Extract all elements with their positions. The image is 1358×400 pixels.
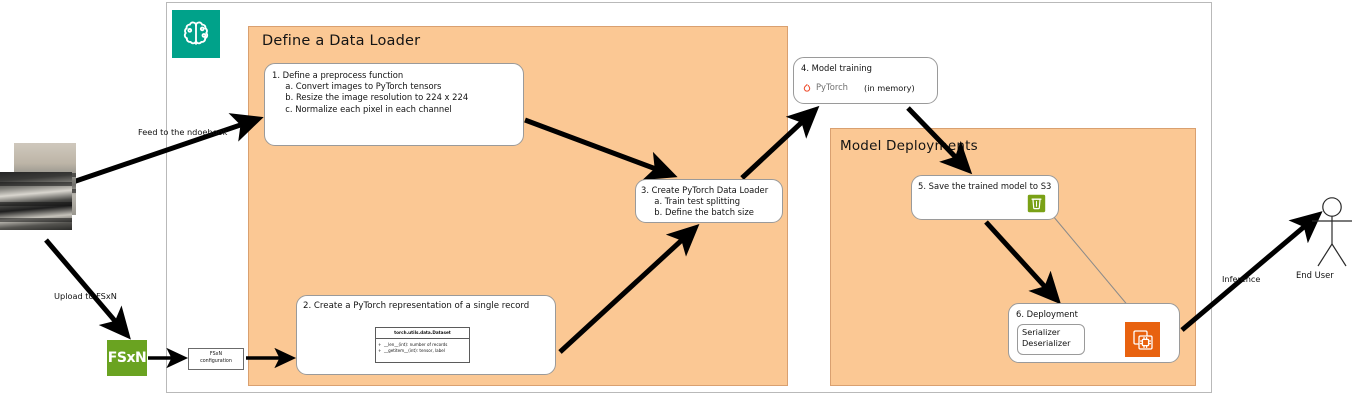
step-6-title: 6. Deployment bbox=[1016, 309, 1078, 319]
fsxn-configuration-document bbox=[188, 348, 244, 370]
ai-brain-icon bbox=[172, 10, 220, 58]
serializer-deserializer-card bbox=[1017, 324, 1085, 355]
sagemaker-endpoint-icon bbox=[1125, 322, 1160, 357]
s3-bucket-icon bbox=[1026, 193, 1046, 213]
step-5-text: 5. Save the trained model to S3 bbox=[918, 181, 1052, 191]
panel-title-model-deployments: Model Deployments bbox=[840, 138, 978, 154]
uml-class-header: torch.utils.data.Dataset bbox=[375, 327, 470, 339]
edge-label-feed-to-notebook: Feed to the ndoebook bbox=[138, 127, 228, 137]
step-3-card bbox=[635, 179, 783, 223]
fsxn-configuration-label: FSxN configuration bbox=[200, 352, 232, 364]
step-1-card bbox=[264, 63, 524, 146]
step-1-text: 1. Define a preprocess function a. Conve… bbox=[272, 70, 469, 114]
edge-label-inference: Inference bbox=[1222, 274, 1261, 284]
tire-tread-photo-bottom bbox=[0, 172, 72, 230]
pytorch-icon bbox=[801, 80, 813, 92]
fsxn-logo-label: FSxN bbox=[107, 350, 147, 366]
step-3-text: 3. Create PyTorch Data Loader a. Train t… bbox=[641, 185, 769, 218]
diagram-outer-frame bbox=[166, 2, 1212, 393]
end-user-label: End User bbox=[1296, 270, 1334, 280]
edge-label-upload-to-fsxn: Upload to FSxN bbox=[54, 291, 117, 301]
end-user-actor-icon bbox=[1310, 196, 1354, 268]
panel-title-data-loader: Define a Data Loader bbox=[262, 33, 421, 49]
serializer-deserializer-label: Serializer Deserializer bbox=[1022, 327, 1071, 348]
uml-class-members: + __len__(int): number of records + __ge… bbox=[378, 342, 448, 354]
pytorch-label: PyTorch bbox=[816, 82, 848, 92]
step-4-card bbox=[793, 57, 938, 104]
fsxn-logo: FSxN bbox=[107, 340, 147, 376]
uml-class-table bbox=[375, 327, 470, 363]
step-2-text: 2. Create a PyTorch representation of a … bbox=[303, 301, 530, 311]
step-4-title: 4. Model training bbox=[801, 63, 872, 73]
step-4-memory-note: (in memory) bbox=[864, 83, 915, 93]
